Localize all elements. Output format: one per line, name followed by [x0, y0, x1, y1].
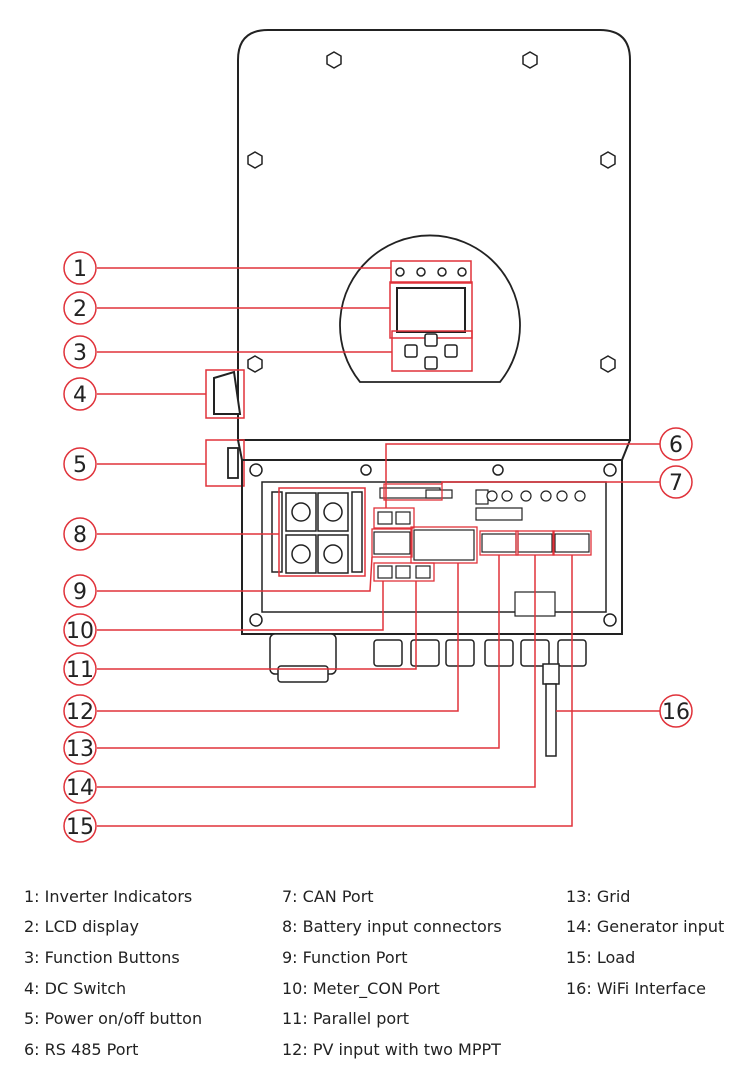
svg-text:7: 7 [669, 471, 683, 496]
callout-11: 11 [63, 652, 97, 686]
callout-13: 13 [63, 731, 97, 765]
control-panel [339, 234, 521, 383]
callout-14: 14 [63, 770, 97, 804]
callout-6: 6 [659, 427, 693, 461]
indicator-leds [395, 267, 467, 277]
mounting-hex-screws [247, 51, 616, 373]
callout-8: 8 [63, 517, 97, 551]
svg-text:10: 10 [66, 619, 94, 644]
callout-3: 3 [63, 335, 97, 369]
svg-text:4: 4 [73, 383, 87, 408]
terminal-blocks [373, 487, 590, 617]
svg-text:15: 15 [66, 815, 94, 840]
callout-12: 12 [63, 694, 97, 728]
svg-text:13: 13 [66, 737, 94, 762]
svg-text:11: 11 [66, 658, 94, 683]
indicator-box [390, 260, 472, 284]
battery-connectors [271, 491, 363, 574]
svg-text:8: 8 [73, 523, 87, 548]
battery-box [278, 487, 366, 577]
power-button-box [205, 439, 245, 487]
buttons-box [391, 330, 473, 372]
svg-text:6: 6 [669, 433, 683, 458]
svg-text:9: 9 [73, 580, 87, 605]
svg-text:14: 14 [66, 776, 94, 801]
wifi-antenna [542, 663, 560, 757]
callout-5: 5 [63, 447, 97, 481]
callout-16: 16 [659, 694, 693, 728]
svg-text:16: 16 [662, 700, 690, 725]
compartment-screws [249, 463, 617, 627]
callout-1: 1 [63, 251, 97, 285]
callout-2: 2 [63, 291, 97, 325]
lcd-screen [396, 287, 466, 333]
callout-9: 9 [63, 574, 97, 608]
svg-text:2: 2 [73, 297, 87, 322]
port-highlight-boxes [371, 483, 592, 582]
callout-10: 10 [63, 613, 97, 647]
power-button [227, 447, 239, 479]
dc-switch [213, 370, 242, 415]
leader-lines [97, 267, 660, 827]
cable-glands [269, 633, 587, 683]
svg-text:3: 3 [73, 341, 87, 366]
callout-4: 4 [63, 377, 97, 411]
svg-text:12: 12 [66, 700, 94, 725]
callout-15: 15 [63, 809, 97, 843]
svg-text:1: 1 [73, 257, 87, 282]
callout-7: 7 [659, 465, 693, 499]
inverter-body [237, 29, 631, 441]
function-buttons [404, 333, 458, 370]
svg-text:5: 5 [73, 453, 87, 478]
